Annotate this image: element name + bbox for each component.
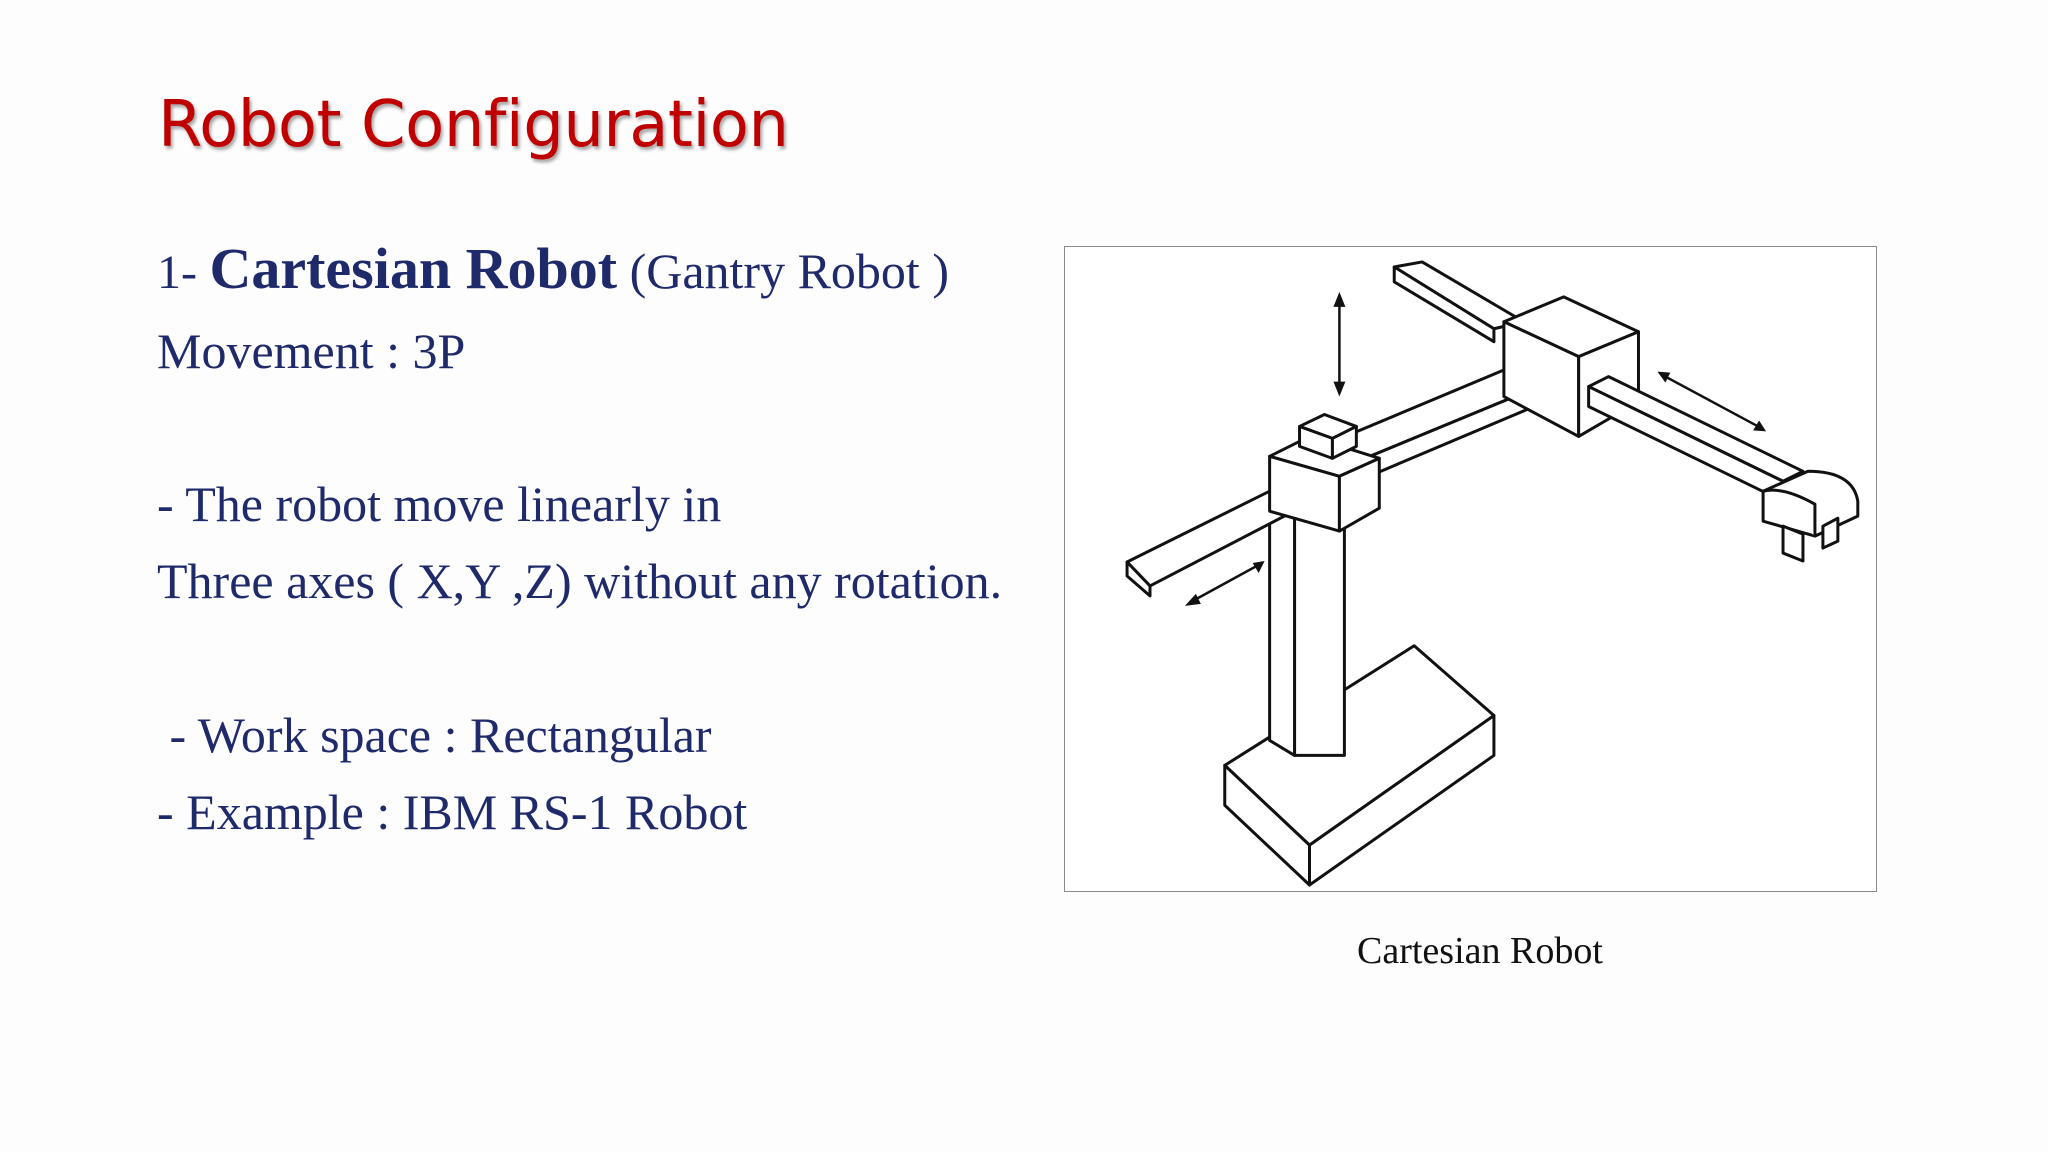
robot-figure [1064,246,1877,892]
description-line-1: - The robot move linearly in [157,476,722,532]
robot-column [1268,494,1346,757]
robot-gripper [1761,469,1860,563]
x-axis-arrow [1184,561,1265,606]
description-line-2: Three axes ( X,Y ,Z) without any rotatio… [157,553,1003,609]
section-heading: 1- Cartesian Robot (Gantry Robot ) [157,240,949,298]
figure-caption: Cartesian Robot [1357,930,1603,972]
robot-base [1223,644,1496,887]
robot-right-arm [1587,375,1805,503]
movement-text: Movement : 3P [157,323,466,379]
slide-title: Robot Configuration [158,88,789,162]
heading-main: Cartesian Robot [209,236,618,301]
heading-subtitle: (Gantry Robot ) [629,243,949,299]
cartesian-robot-illustration [1125,260,1860,887]
robot-left-carriage [1268,412,1381,533]
y-axis-arrow [1657,371,1767,432]
heading-number: 1- [157,246,197,299]
z-axis-arrow [1333,291,1346,397]
work-space-text: - Work space : Rectangular [157,707,712,763]
example-text: - Example : IBM RS-1 Robot [157,784,748,840]
